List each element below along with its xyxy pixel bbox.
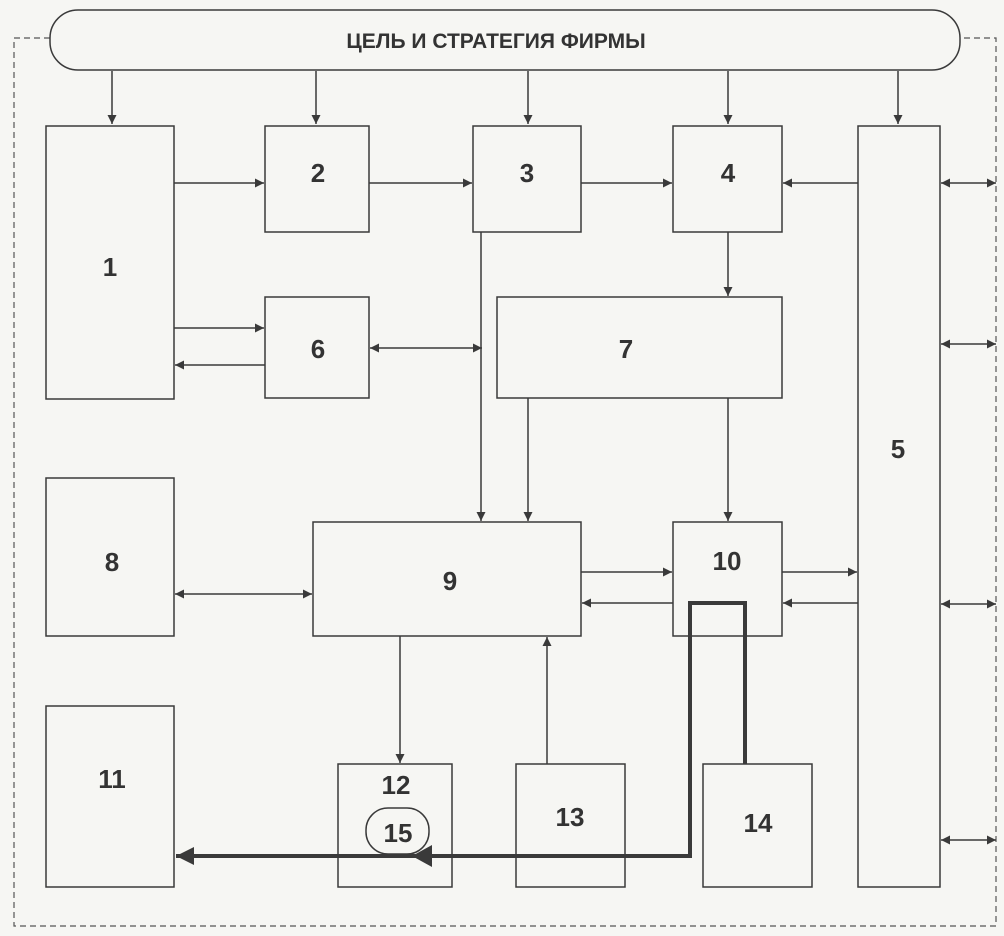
label-7: 7 xyxy=(619,334,633,364)
header-arrows xyxy=(107,71,903,124)
block-1 xyxy=(45,125,175,400)
label-9: 9 xyxy=(443,566,457,596)
block-8 xyxy=(45,477,175,637)
label-14: 14 xyxy=(744,808,773,838)
block-5 xyxy=(857,125,941,888)
thick-flow xyxy=(176,601,747,865)
label-5: 5 xyxy=(891,434,905,464)
block-6 xyxy=(264,296,370,399)
label-1: 1 xyxy=(103,252,117,282)
block-4 xyxy=(672,125,783,233)
label-6: 6 xyxy=(311,334,325,364)
label-2: 2 xyxy=(311,158,325,188)
thick-arrowhead-15 xyxy=(412,845,432,867)
block-9 xyxy=(312,521,582,637)
block-7 xyxy=(496,296,783,399)
label-15: 15 xyxy=(384,818,413,848)
label-8: 8 xyxy=(105,547,119,577)
label-10: 10 xyxy=(713,546,742,576)
header-title: ЦЕЛЬ И СТРАТЕГИЯ ФИРМЫ xyxy=(346,30,645,53)
header-pill xyxy=(49,9,961,71)
block-11 xyxy=(45,705,175,888)
block-14 xyxy=(702,763,813,888)
block-2 xyxy=(264,125,370,233)
label-11: 11 xyxy=(98,764,126,794)
label-4: 4 xyxy=(721,158,736,188)
label-3: 3 xyxy=(520,158,534,188)
block-3 xyxy=(472,125,582,233)
label-12: 12 xyxy=(382,770,411,800)
block-13 xyxy=(515,763,626,888)
connectors xyxy=(174,178,996,845)
label-13: 13 xyxy=(556,802,585,832)
